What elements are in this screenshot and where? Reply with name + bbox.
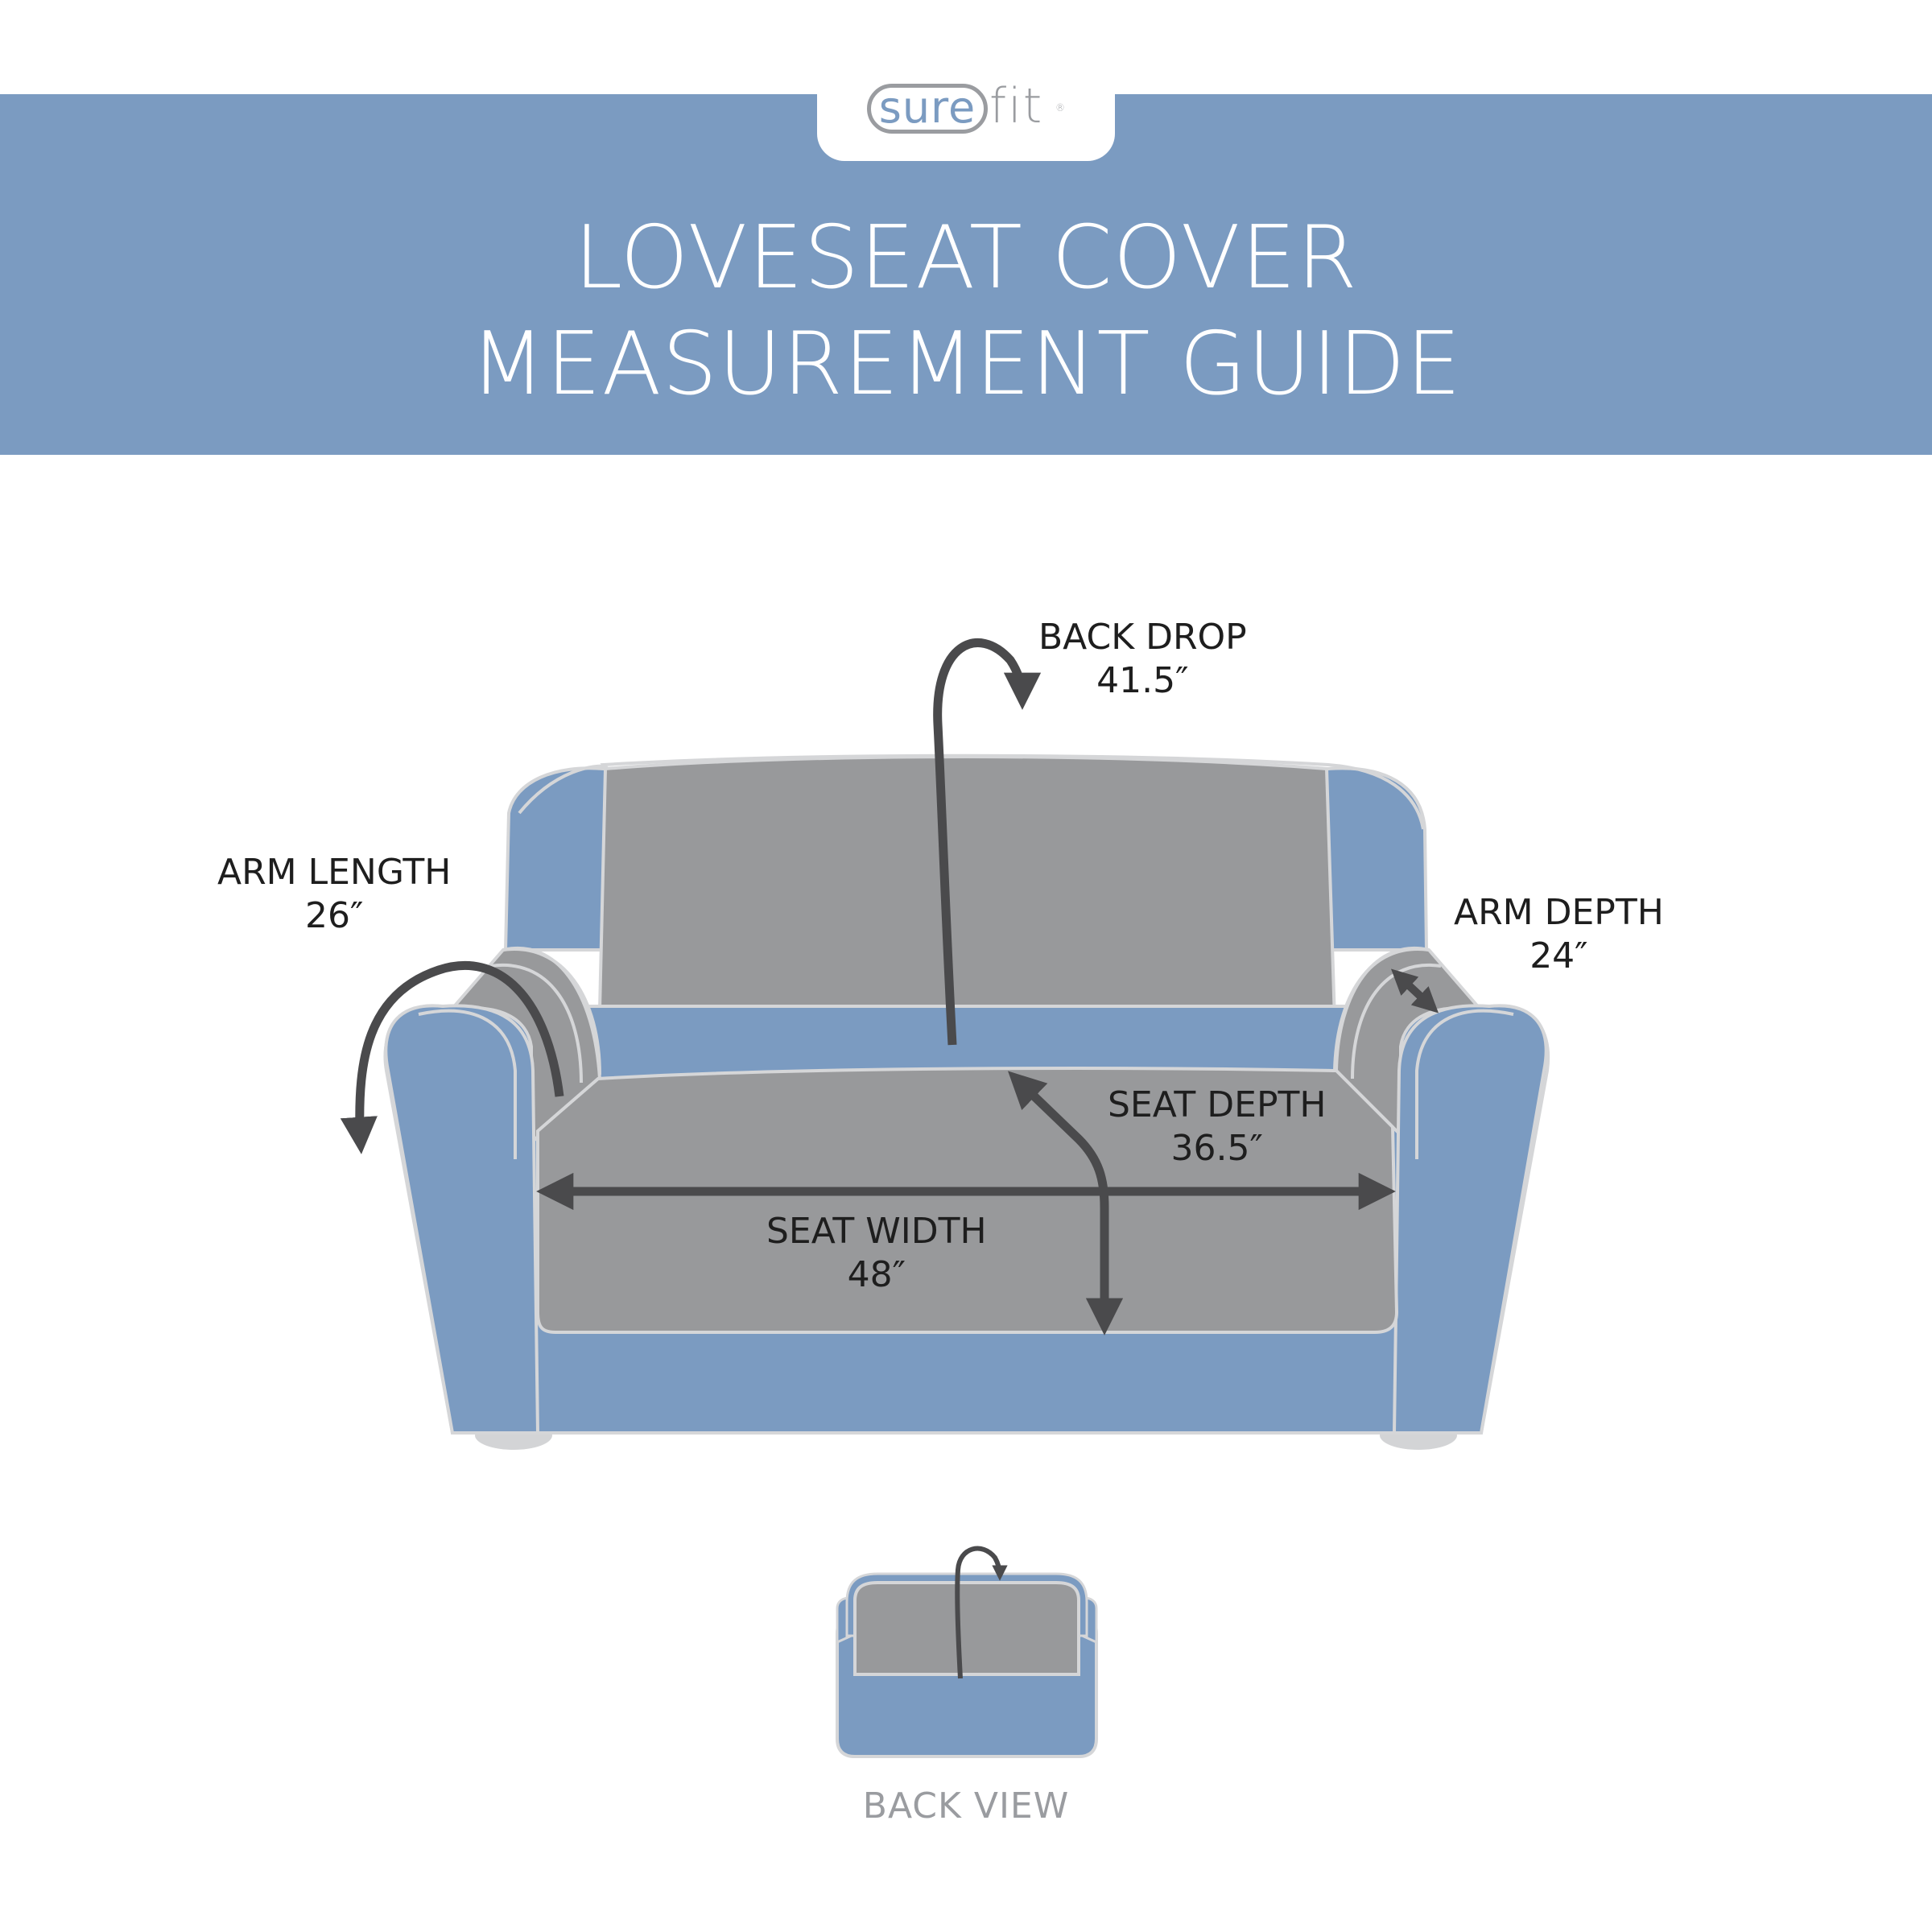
right-arm-seam [1415,1009,1514,1159]
logo-fit-text: fit [989,78,1044,134]
left-arm-seam [418,1009,517,1159]
back-drop-arrow [933,638,1042,1046]
back-view-arrow [955,1546,1008,1679]
seat-depth-title: SEAT DEPTH [1108,1084,1327,1125]
brand-logo: sure fit ® [867,78,1065,143]
back-drop-value: 41.5″ [1096,660,1189,701]
seat-depth-label: SEAT DEPTH 36.5″ [1108,1084,1326,1170]
back-view-label: BACK VIEW [862,1785,1070,1827]
registered-mark: ® [1055,102,1067,114]
back-drop-label: BACK DROP 41.5″ [1038,616,1247,703]
arm-depth-arrow [1390,968,1439,1013]
left-arm-front [384,1004,540,1435]
right-arm-front [1392,1004,1548,1435]
arm-depth-label: ARM DEPTH 24″ [1454,891,1664,978]
loveseat-front-view [383,753,1550,1450]
right-arm-inner-lines [1333,947,1442,1080]
back-view-diagram [836,1546,1098,1758]
logo-fit: fit ® [989,78,1065,137]
seat-width-label: SEAT WIDTH 48″ [766,1210,987,1297]
seat-width-title: SEAT WIDTH [766,1211,987,1252]
page-title-line-1: LOVESEAT COVER [574,208,1358,308]
back-cover-panel [596,755,1339,1081]
page-title-line-2: MEASUREMENT GUIDE [470,314,1462,415]
logo-tab: sure fit ® [817,63,1115,161]
arm-depth-title: ARM DEPTH [1454,892,1664,933]
back-drop-title: BACK DROP [1038,617,1247,658]
logo-sure: sure [867,84,988,134]
left-arm-inner-lines [490,947,601,1084]
arm-length-label: ARM LENGTH 26″ [217,851,451,938]
back-view-cover [853,1581,1080,1676]
arm-depth-value: 24″ [1530,935,1588,976]
seat-width-value: 48″ [847,1254,906,1295]
arm-length-title: ARM LENGTH [217,852,452,893]
arm-length-arrow [340,961,564,1154]
arm-length-value: 26″ [304,895,364,936]
seat-depth-value: 36.5″ [1170,1128,1263,1169]
